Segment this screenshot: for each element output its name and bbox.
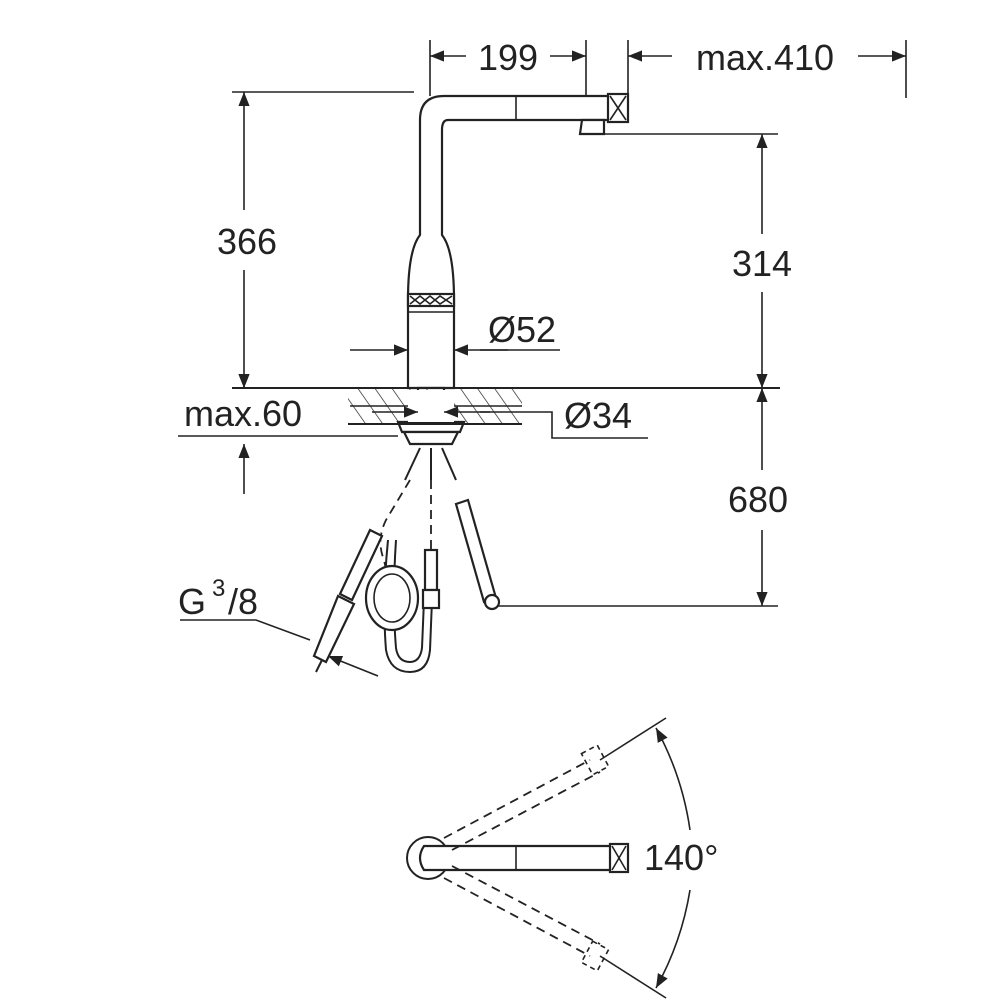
thread-numerator-label: 3 xyxy=(212,575,225,602)
faucet-top-view xyxy=(406,717,691,999)
dim-314-label: 314 xyxy=(732,243,792,284)
thread-denominator-label: /8 xyxy=(228,581,258,622)
dim-680-label: 680 xyxy=(728,479,788,520)
thread-g-label: G xyxy=(178,581,206,622)
swivel-angle-label: 140° xyxy=(644,837,718,878)
dim-max-60-label: max.60 xyxy=(184,393,302,434)
countertop xyxy=(232,387,780,425)
dim-199-label: 199 xyxy=(478,37,538,78)
faucet-side-view xyxy=(312,92,630,674)
dim-366-label: 366 xyxy=(217,221,277,262)
dim-dia-34-label: Ø34 xyxy=(564,395,632,436)
dim-dia-52-label: Ø52 xyxy=(488,309,556,350)
dimension-lines xyxy=(178,40,907,677)
dim-max-410-label: max.410 xyxy=(696,37,834,78)
